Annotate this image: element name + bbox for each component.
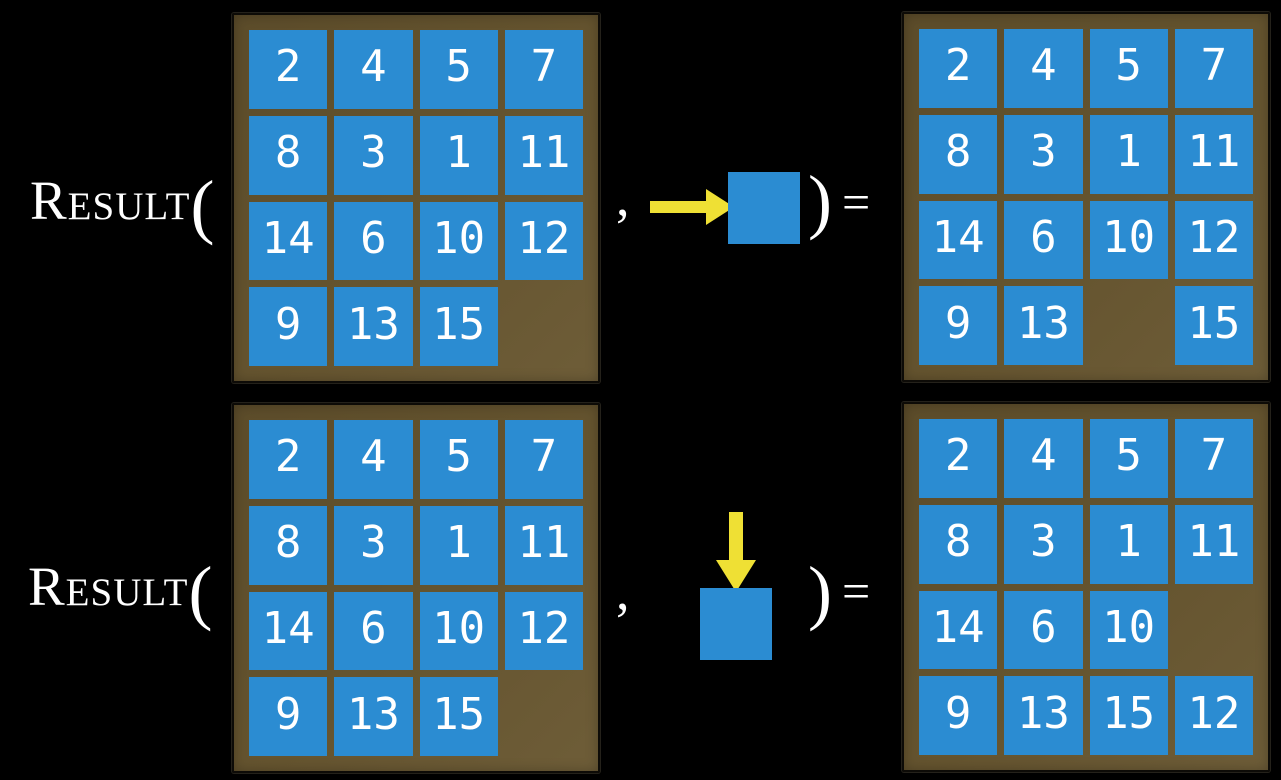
puzzle-tile: 12 [504, 591, 583, 671]
puzzle-tile: 10 [1089, 200, 1168, 280]
empty-cell [505, 287, 583, 366]
puzzle-tile: 12 [1174, 200, 1253, 280]
puzzle-tile: 9 [249, 287, 328, 366]
equals-sign: = [842, 563, 871, 619]
puzzle-tile: 3 [334, 505, 413, 585]
puzzle-tile: 14 [249, 591, 328, 671]
open-paren: ( [188, 552, 213, 632]
puzzle-tile: 8 [249, 505, 328, 585]
function-name: Result [28, 556, 189, 617]
puzzle-tile: 8 [919, 114, 998, 194]
puzzle-tile: 11 [504, 115, 583, 195]
puzzle-tile: 12 [1174, 676, 1253, 755]
puzzle-tile: 14 [919, 590, 998, 670]
puzzle-tile: 2 [249, 30, 328, 109]
output-board-slide-right: 2 4 5 7 8 3 1 11 14 6 10 12 9 13 15 [902, 12, 1270, 382]
puzzle-tile: 4 [334, 30, 413, 109]
result-function-label: Result( [30, 170, 214, 242]
puzzle-tile: 14 [919, 200, 998, 280]
output-board-slide-down: 2 4 5 7 8 3 1 11 14 6 10 9 13 15 12 [902, 402, 1270, 772]
equals-sign: = [842, 174, 871, 230]
puzzle-tile: 6 [1004, 590, 1083, 670]
puzzle-tile: 8 [249, 115, 328, 195]
puzzle-tile: 14 [249, 201, 328, 281]
close-paren: ) [808, 161, 832, 241]
puzzle-tile: 6 [334, 591, 413, 671]
puzzle-tile: 10 [419, 591, 498, 671]
puzzle-tile: 9 [249, 677, 328, 756]
input-board-slide-right: 2 4 5 7 8 3 1 11 14 6 10 12 9 13 15 [232, 13, 600, 383]
puzzle-tile: 3 [334, 115, 413, 195]
puzzle-tile: 1 [1089, 114, 1168, 194]
puzzle-tile: 15 [1174, 286, 1253, 365]
puzzle-tile: 11 [1174, 114, 1253, 194]
close-paren: ) [808, 552, 832, 632]
puzzle-tile: 13 [1004, 676, 1083, 755]
puzzle-tile: 6 [334, 201, 413, 281]
puzzle-tile: 15 [419, 677, 498, 756]
puzzle-tile: 13 [334, 677, 413, 756]
puzzle-tile: 11 [504, 505, 583, 585]
puzzle-tile: 7 [1174, 29, 1253, 108]
puzzle-tile: 4 [1004, 29, 1083, 108]
puzzle-tile: 3 [1004, 114, 1083, 194]
puzzle-tile: 5 [1089, 419, 1168, 498]
input-board-slide-down: 2 4 5 7 8 3 1 11 14 6 10 12 9 13 15 [232, 403, 600, 773]
puzzle-tile: 1 [1089, 504, 1168, 584]
empty-cell [505, 677, 583, 756]
puzzle-tile: 1 [419, 115, 498, 195]
puzzle-tile: 8 [919, 504, 998, 584]
open-paren: ( [190, 166, 215, 246]
puzzle-tile: 7 [504, 30, 583, 109]
puzzle-tile: 15 [1089, 676, 1168, 755]
empty-cell [1175, 591, 1253, 670]
puzzle-tile: 15 [419, 287, 498, 366]
function-name: Result [30, 170, 191, 231]
arrow-down-icon [716, 512, 756, 592]
puzzle-tile: 12 [504, 201, 583, 281]
puzzle-tile: 1 [419, 505, 498, 585]
puzzle-tile: 5 [419, 420, 498, 499]
puzzle-tile: 2 [919, 419, 998, 498]
result-function-label: Result( [28, 556, 212, 628]
empty-cell [1090, 286, 1168, 365]
puzzle-tile: 10 [1089, 590, 1168, 670]
puzzle-tile: 2 [249, 420, 328, 499]
puzzle-tile: 2 [919, 29, 998, 108]
puzzle-tile: 10 [419, 201, 498, 281]
puzzle-tile: 4 [334, 420, 413, 499]
puzzle-tile: 3 [1004, 504, 1083, 584]
puzzle-tile: 13 [1004, 286, 1083, 365]
puzzle-tile: 7 [1174, 419, 1253, 498]
comma-separator: , [616, 167, 630, 227]
arrow-right-icon [650, 189, 734, 225]
puzzle-tile: 7 [504, 420, 583, 499]
puzzle-tile: 9 [919, 286, 998, 365]
puzzle-tile: 5 [419, 30, 498, 109]
puzzle-tile: 4 [1004, 419, 1083, 498]
action-tile-square [728, 172, 800, 244]
comma-separator: , [616, 561, 630, 621]
puzzle-tile: 13 [334, 287, 413, 366]
puzzle-tile: 6 [1004, 200, 1083, 280]
puzzle-tile: 5 [1089, 29, 1168, 108]
action-tile-square [700, 588, 772, 660]
puzzle-tile: 9 [919, 676, 998, 755]
puzzle-tile: 11 [1174, 504, 1253, 584]
